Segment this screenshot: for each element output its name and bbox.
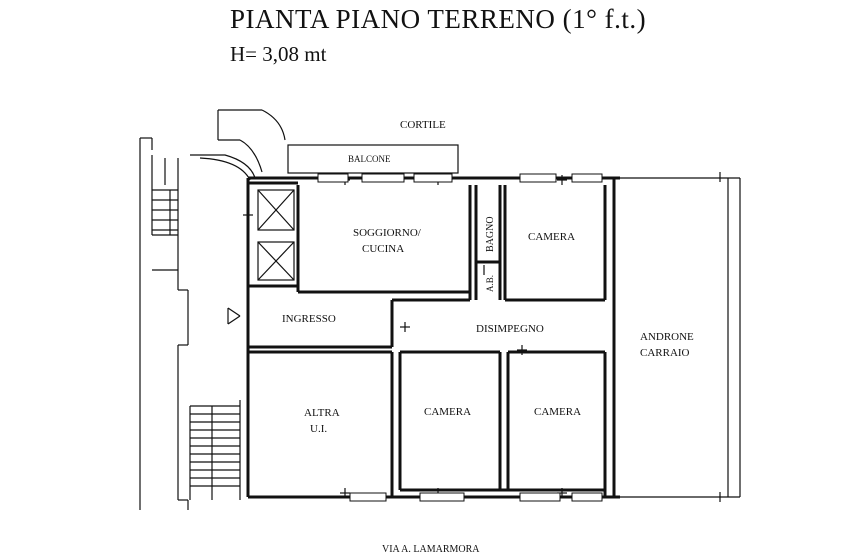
label-ab: A.B. <box>485 275 495 292</box>
ceiling-height: H= 3,08 mt <box>230 42 327 66</box>
label-carraio: CARRAIO <box>640 347 690 359</box>
label-bagno: BAGNO <box>485 216 496 252</box>
plan-title: PIANTA PIANO TERRENO (1° f.t.) <box>230 4 647 34</box>
window-openings <box>317 173 603 502</box>
label-balcone: BALCONE <box>348 154 391 164</box>
label-camera-bottom-right: CAMERA <box>534 406 581 418</box>
label-disimpegno: DISIMPEGNO <box>476 323 544 335</box>
label-ui: U.I. <box>310 423 327 435</box>
plan-walls <box>246 176 620 499</box>
label-androne: ANDRONE <box>640 331 694 343</box>
label-altra: ALTRA <box>304 407 340 419</box>
label-cortile: CORTILE <box>400 119 446 131</box>
label-camera-top: CAMERA <box>528 231 575 243</box>
label-street: VIA A. LAMARMORA <box>382 544 480 555</box>
label-camera-bottom-left: CAMERA <box>424 406 471 418</box>
label-ingresso: INGRESSO <box>282 313 336 325</box>
label-cucina: CUCINA <box>362 243 404 255</box>
label-soggiorno: SOGGIORNO/ <box>353 227 422 239</box>
plan-thin-lines <box>139 109 741 510</box>
